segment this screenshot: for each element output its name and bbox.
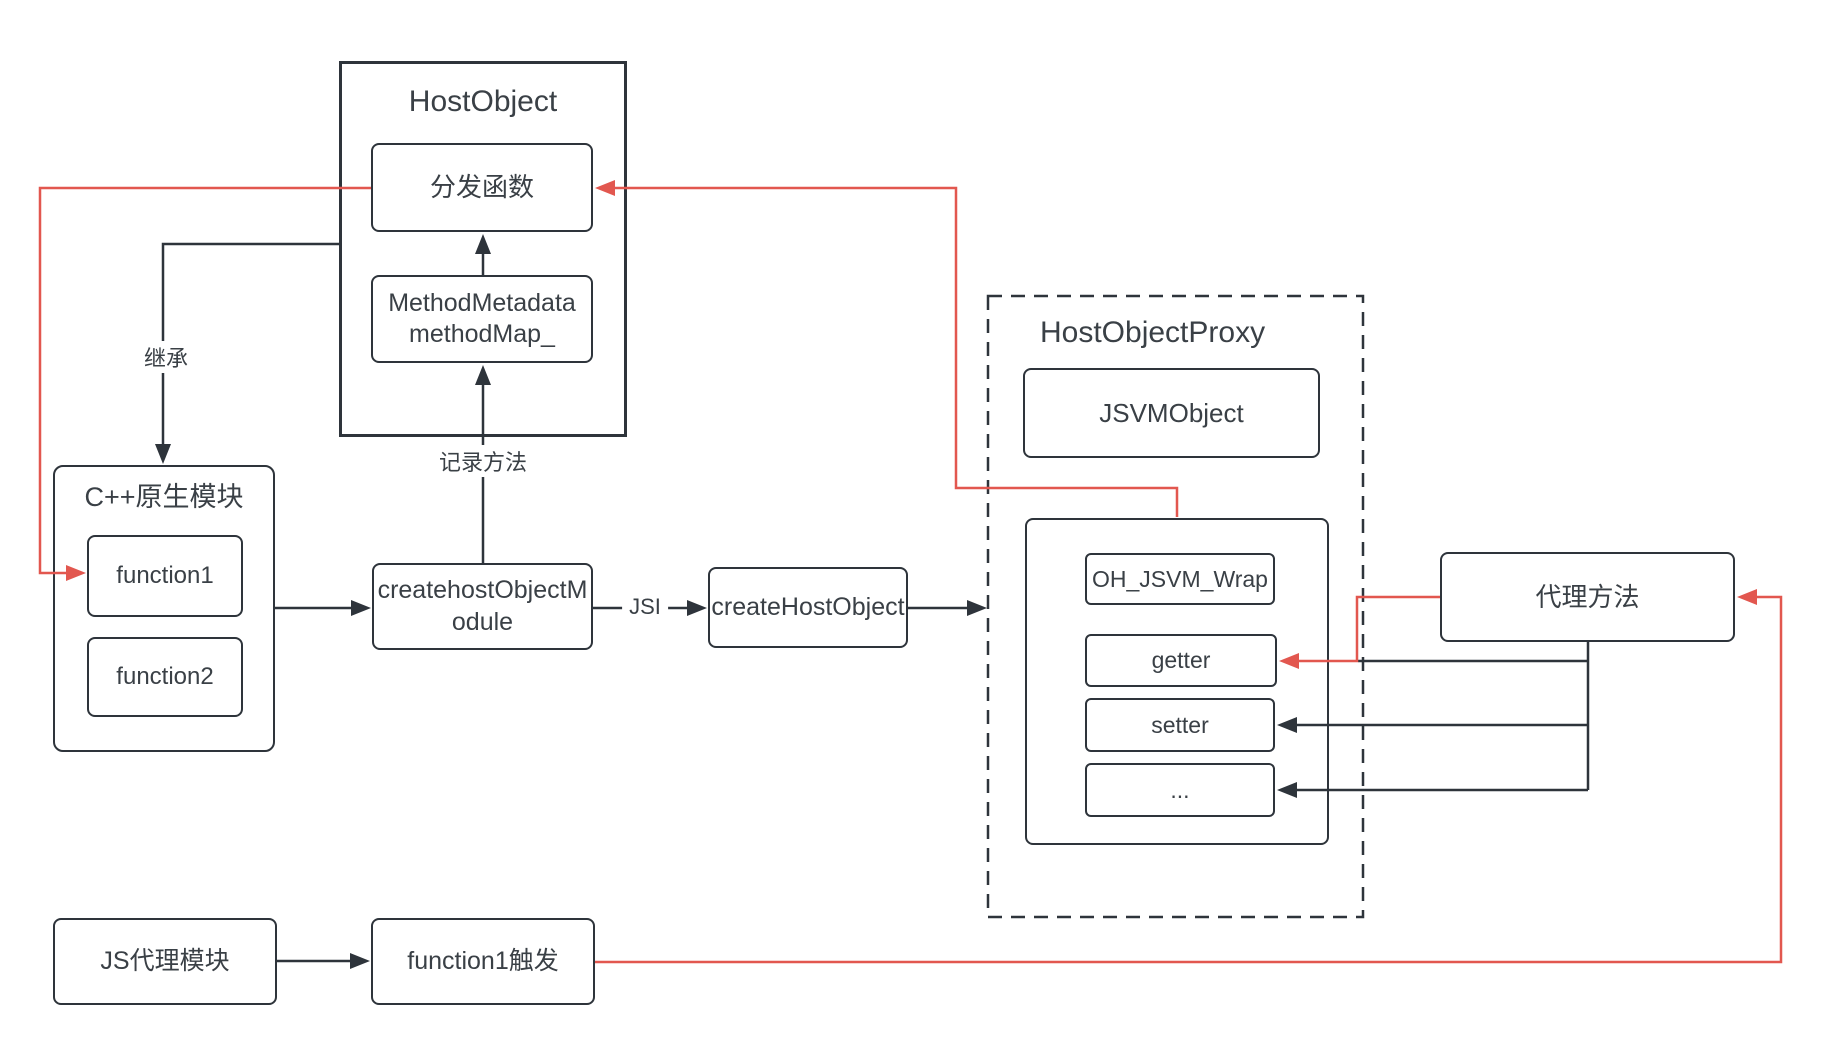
method-metadata-box: MethodMetadata methodMap_ (371, 275, 593, 363)
dispatch-function-label: 分发函数 (429, 172, 534, 203)
function2-box: function2 (87, 637, 243, 717)
js-proxy-module-box: JS代理模块 (53, 918, 277, 1005)
method-metadata-line2: methodMap_ (409, 320, 555, 348)
function1-trigger-box: function1触发 (371, 918, 595, 1005)
method-metadata-line1: MethodMetadata (388, 288, 576, 317)
arrowhead-right-create-module (351, 600, 371, 616)
create-host-object-box: createHostObject (708, 567, 908, 648)
arrowhead-right-create-host-object (687, 600, 707, 616)
arrowhead-down-inherit (155, 444, 171, 464)
arrowhead-left-proxy-method (1737, 589, 1757, 605)
getter-box: getter (1085, 634, 1277, 687)
proxy-method-label: 代理方法 (1535, 581, 1640, 612)
getter-label: getter (1151, 647, 1211, 674)
dispatch-function-box: 分发函数 (371, 143, 593, 232)
create-host-object-module-line2: odule (451, 607, 514, 636)
function1-box: function1 (87, 535, 243, 617)
cpp-native-module-title: C++原生模块 (84, 482, 244, 512)
function1-label: function1 (116, 562, 214, 589)
create-host-object-label: createHostObject (711, 592, 905, 621)
jsvm-object-box: JSVMObject (1023, 368, 1320, 458)
jsvm-object-label: JSVMObject (1099, 397, 1244, 428)
create-host-object-module-box: createhostObjectM odule (372, 563, 593, 650)
setter-box: setter (1085, 698, 1275, 752)
ellipsis-box: ... (1085, 763, 1275, 817)
jsi-edge-label: JSI (622, 594, 668, 620)
function2-label: function2 (116, 663, 214, 690)
host-object-title: HostObject (408, 85, 558, 118)
record-method-edge-label: 记录方法 (431, 445, 535, 477)
inherit-edge-label: 继承 (136, 341, 196, 373)
proxy-method-box: 代理方法 (1440, 552, 1735, 642)
arrowhead-right-trigger (350, 953, 370, 969)
js-proxy-module-label: JS代理模块 (100, 946, 230, 975)
oh-jsvm-wrap-box: OH_JSVM_Wrap (1085, 553, 1275, 605)
setter-label: setter (1151, 711, 1209, 738)
oh-jsvm-wrap-label: OH_JSVM_Wrap (1092, 565, 1268, 592)
function1-trigger-label: function1触发 (407, 946, 559, 975)
ellipsis-label: ... (1170, 776, 1190, 803)
host-object-proxy-title: HostObjectProxy (1040, 316, 1266, 349)
create-host-object-module-line1: createhostObjectM (377, 576, 588, 605)
edge-wrap-to-dispatch (613, 186, 1179, 517)
arrowhead-right-proxy (967, 600, 987, 616)
